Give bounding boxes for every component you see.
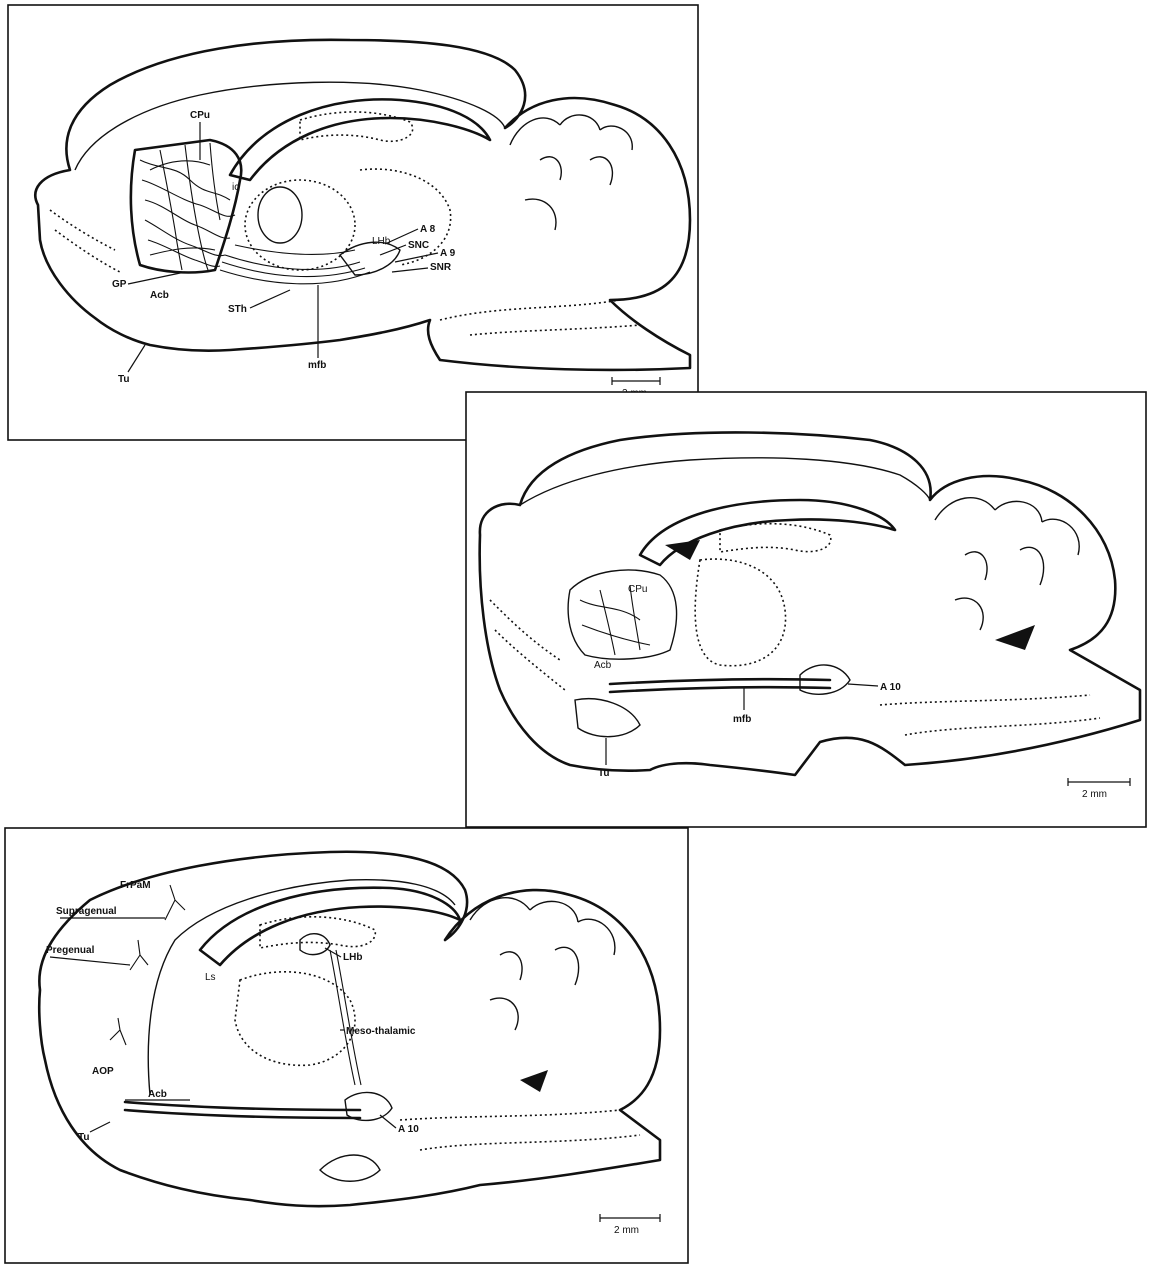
panel-1-label-lhb: LHb bbox=[372, 236, 391, 247]
panel-1-label-snc: SNC bbox=[408, 240, 429, 251]
panel-3-label-mesothalamic: Meso-thalamic bbox=[346, 1026, 416, 1037]
panel-3: FrPaM Supragenual Pregenual Ls LHb Meso-… bbox=[5, 828, 688, 1263]
panel-3-label-lhb: LHb bbox=[343, 952, 362, 963]
panel-2-label-a10: A 10 bbox=[880, 682, 901, 693]
panel-1-label-a8: A 8 bbox=[420, 224, 436, 235]
panel-1-label-cpu: CPu bbox=[190, 110, 210, 121]
panel-1: CPu ic LHb A 8 SNC A 9 SNR GP Acb STh mf… bbox=[8, 5, 698, 440]
panel-1-label-acb: Acb bbox=[150, 290, 169, 301]
panel-1-label-snr: SNR bbox=[430, 262, 452, 273]
panel-3-label-a10: A 10 bbox=[398, 1124, 419, 1135]
panel-1-label-tu: Tu bbox=[118, 374, 129, 385]
panel-2-label-acb: Acb bbox=[594, 660, 612, 671]
panel-1-label-mfb: mfb bbox=[308, 360, 326, 371]
panel-1-frame bbox=[8, 5, 698, 440]
panel-3-label-aop: AOP bbox=[92, 1066, 114, 1077]
panel-1-label-sth: STh bbox=[228, 304, 247, 315]
panel-1-label-a9: A 9 bbox=[440, 248, 456, 259]
panel-3-label-ls: Ls bbox=[205, 972, 216, 983]
panel-1-label-ic: ic bbox=[232, 182, 239, 193]
panel-2-label-tu: Tu bbox=[598, 768, 609, 779]
panel-2-label-cpu: CPu bbox=[628, 584, 647, 595]
panel-3-label-frpam: FrPaM bbox=[120, 880, 151, 891]
panel-2-label-mfb: mfb bbox=[733, 714, 751, 725]
panel-3-label-tu: Tu bbox=[78, 1132, 89, 1143]
panel-3-scale-label: 2 mm bbox=[614, 1225, 639, 1236]
panel-1-label-gp: GP bbox=[112, 279, 127, 290]
panel-2: CPu A 10 Acb mfb Tu 2 mm bbox=[466, 392, 1146, 827]
panel-3-label-acb: Acb bbox=[148, 1089, 167, 1100]
panel-3-label-supragenual: Supragenual bbox=[56, 906, 117, 917]
panel-2-scale-label: 2 mm bbox=[1082, 789, 1107, 800]
panel-3-label-pregenual: Pregenual bbox=[46, 945, 95, 956]
